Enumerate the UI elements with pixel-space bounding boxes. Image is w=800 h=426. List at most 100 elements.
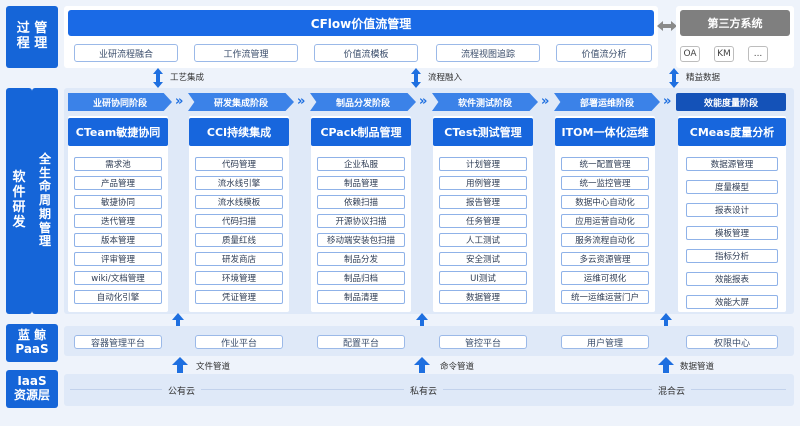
column-item: 自动化引擎 [74, 290, 162, 304]
phase-testing: 软件测试阶段 [432, 93, 538, 111]
flow-label: 精益数据 [686, 73, 721, 83]
column-item: 指标分析 [686, 249, 778, 263]
column-item: 评审管理 [74, 252, 162, 266]
column-item: 报告管理 [439, 195, 527, 209]
iaas-item-hybrid-cloud: 混合云 [652, 384, 692, 397]
double-arrow-icon [152, 68, 164, 88]
column-item: 统一监控管理 [561, 176, 649, 190]
cflow-title: CFlow价值流管理 [68, 10, 654, 36]
section-iaas: IaaS 资源层 [6, 370, 58, 408]
column-item: 研发商店 [195, 252, 283, 266]
up-arrow-icon [660, 312, 672, 327]
column-item: 度量模型 [686, 180, 778, 194]
column-item: 代码扫描 [195, 214, 283, 228]
column-item: 敏捷协同 [74, 195, 162, 209]
column-item: 效能报表 [686, 272, 778, 286]
section-paas: 蓝 鲸 PaaS [6, 324, 58, 362]
column-item: 统一配置管理 [561, 157, 649, 171]
section-process-management: 过 管 程 理 [6, 6, 58, 68]
double-arrow-icon [410, 68, 422, 88]
process-item: 业研流程融合 [74, 44, 178, 62]
chevron-right-icon: » [297, 94, 306, 109]
paas-item: 用户管理 [561, 335, 649, 349]
paas-item: 权限中心 [686, 335, 778, 349]
process-item: 价值流模板 [314, 44, 418, 62]
column-item: 统一运维运营门户 [561, 290, 649, 304]
process-item: 工作流管理 [194, 44, 298, 62]
column-item: 流水线模板 [195, 195, 283, 209]
chevron-right-icon: » [419, 94, 428, 109]
column-item: 运维可视化 [561, 271, 649, 285]
column-item: 多云资源管理 [561, 252, 649, 266]
section-software-dev-left: 软 件 研 发 [6, 88, 32, 314]
third-party-item-more: ... [748, 46, 768, 62]
up-arrow-icon [416, 312, 428, 327]
column-item: 制品归档 [317, 271, 405, 285]
up-arrow-icon [414, 357, 430, 373]
column-item: 流水线引擎 [195, 176, 283, 190]
phase-integration: 研发集成阶段 [188, 93, 294, 111]
chevron-right-icon: » [175, 94, 184, 109]
column-title: CCI持续集成 [189, 118, 289, 146]
column-item: 需求池 [74, 157, 162, 171]
column-item: 数据管理 [439, 290, 527, 304]
phase-collab: 业研协同阶段 [68, 93, 172, 111]
bidirectional-arrow-icon [657, 17, 677, 31]
column-item: 制品分发 [317, 252, 405, 266]
column-item: 模板管理 [686, 226, 778, 240]
column-item: 依赖扫描 [317, 195, 405, 209]
software-band [64, 88, 794, 314]
column-item: 数据中心自动化 [561, 195, 649, 209]
column-title: CPack制品管理 [311, 118, 411, 146]
column-item: 版本管理 [74, 233, 162, 247]
column-title: ITOM一体化运维 [555, 118, 655, 146]
column-item: 迭代管理 [74, 214, 162, 228]
column-item: 制品清理 [317, 290, 405, 304]
column-item: 质量红线 [195, 233, 283, 247]
section-software-dev-right: 全 生 命 周 期 管 理 [32, 88, 58, 314]
up-arrow-icon [172, 357, 188, 373]
column-item: 计划管理 [439, 157, 527, 171]
column-item: 任务管理 [439, 214, 527, 228]
column-item: UI测试 [439, 271, 527, 285]
paas-item: 作业平台 [195, 335, 283, 349]
iaas-item-private-cloud: 私有云 [404, 384, 444, 397]
column-item: 环境管理 [195, 271, 283, 285]
pipe-label: 文件管道 [196, 362, 231, 372]
column-item: 凭证管理 [195, 290, 283, 304]
column-item: 报表设计 [686, 203, 778, 217]
double-arrow-icon [668, 68, 680, 88]
column-title: CMeas度量分析 [678, 118, 786, 146]
column-item: 企业私服 [317, 157, 405, 171]
column-item: 人工测试 [439, 233, 527, 247]
column-item: 用例管理 [439, 176, 527, 190]
column-item: 开源协议扫描 [317, 214, 405, 228]
pipe-label: 数据管道 [680, 362, 715, 372]
pipe-label: 命令管道 [440, 362, 475, 372]
third-party-item-oa: OA [680, 46, 700, 62]
process-item: 流程视图追踪 [436, 44, 540, 62]
up-arrow-icon [172, 312, 184, 327]
column-item: 制品管理 [317, 176, 405, 190]
iaas-item-public-cloud: 公有云 [162, 384, 202, 397]
chevron-right-icon: » [541, 94, 550, 109]
flow-label: 工艺集成 [170, 73, 205, 83]
column-item: wiki/文档管理 [74, 271, 162, 285]
process-item: 价值流分析 [556, 44, 652, 62]
column-title: CTeam敏捷协同 [68, 118, 168, 146]
paas-band [64, 326, 794, 356]
column-item: 效能大屏 [686, 295, 778, 309]
third-party-title: 第三方系统 [680, 10, 790, 36]
phase-artifact: 制品分发阶段 [310, 93, 416, 111]
flow-label: 流程融入 [428, 73, 463, 83]
phase-deploy-ops: 部署运维阶段 [554, 93, 660, 111]
column-title: CTest测试管理 [433, 118, 533, 146]
paas-item: 管控平台 [439, 335, 527, 349]
column-item: 代码管理 [195, 157, 283, 171]
column-item: 数据源管理 [686, 157, 778, 171]
column-item: 移动端安装包扫描 [317, 233, 405, 247]
paas-item: 配置平台 [317, 335, 405, 349]
column-item: 应用运营自动化 [561, 214, 649, 228]
chevron-right-icon: » [663, 94, 672, 109]
